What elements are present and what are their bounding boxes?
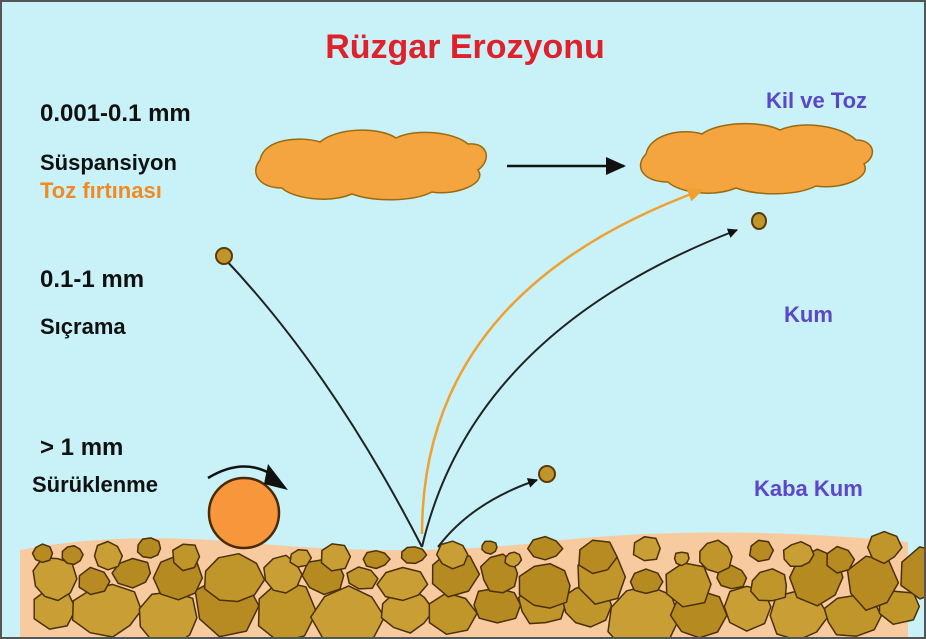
process-creep: Sürüklenme: [32, 472, 158, 498]
soil-grain: [139, 592, 197, 639]
process-suspension: Süspansiyon: [40, 150, 177, 176]
soil-grain: [290, 550, 311, 567]
process-saltation: Sıçrama: [40, 314, 126, 340]
particle-type-clay-dust: Kil ve Toz: [766, 88, 867, 114]
particle-type-coarse-sand: Kaba Kum: [754, 476, 863, 502]
size-range-suspension: 0.001-0.1 mm: [40, 100, 191, 128]
soil-grain: [322, 544, 351, 571]
soil-grain: [631, 569, 663, 593]
example-dust-storm: Toz fırtınası: [40, 178, 162, 204]
rolling-motion-arrow: [208, 466, 274, 478]
soil-grain: [482, 541, 497, 554]
soil-grain: [505, 552, 522, 567]
dust-cloud-right: [641, 124, 873, 194]
soil-grain: [634, 537, 661, 561]
soil-grain: [138, 538, 161, 558]
particle-type-sand: Kum: [784, 302, 833, 328]
saltation-trajectory-short: [438, 480, 537, 547]
coarse-rolling-grain: [209, 478, 279, 548]
saltation-trajectory-long: [422, 230, 737, 547]
soil-grain: [62, 546, 83, 565]
diagram-title: Rüzgar Erozyonu: [2, 28, 926, 67]
soil-grain: [33, 544, 53, 562]
sand-grain-high: [752, 213, 766, 229]
dust-cloud-left: [256, 130, 486, 200]
soil-grain: [675, 552, 689, 565]
suspension-uplift-trajectory: [422, 190, 702, 534]
sand-grain-launch: [216, 248, 232, 264]
sand-grain-low: [539, 466, 555, 482]
size-range-creep: > 1 mm: [40, 434, 123, 462]
soil-grain: [474, 588, 521, 623]
size-range-saltation: 0.1-1 mm: [40, 266, 144, 294]
